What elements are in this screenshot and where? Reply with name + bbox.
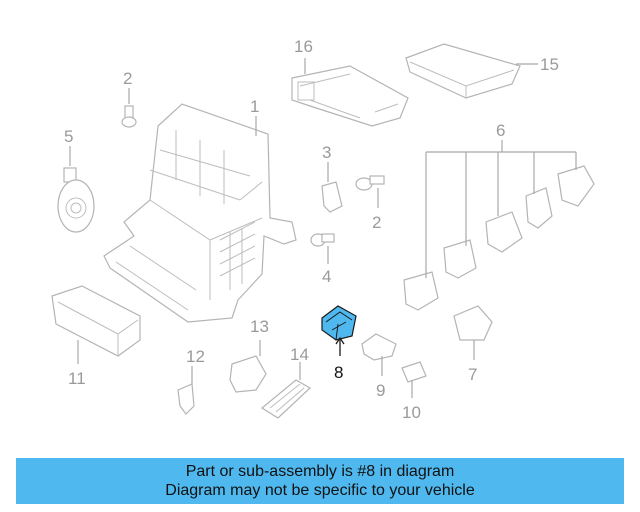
callout-6: 6 <box>496 121 505 140</box>
part-4-screw <box>310 233 335 247</box>
part-14-fuse-holder <box>260 379 312 419</box>
callout-8: 8 <box>334 363 343 382</box>
banner-line-1: Part or sub-assembly is #8 in diagram <box>185 463 455 480</box>
part-8-highlighted <box>321 305 357 341</box>
part-13-relay <box>229 355 267 393</box>
callout-11: 11 <box>68 369 86 388</box>
callout-3: 3 <box>322 143 331 162</box>
part-10-connector <box>401 361 427 383</box>
part-5-speaker <box>57 167 95 233</box>
callout-1: 1 <box>250 97 259 116</box>
callout-13: 13 <box>250 317 269 336</box>
part-2-bolt-mid <box>355 175 385 191</box>
parts-diagram: 16 15 2 5 1 3 2 <box>51 37 595 422</box>
part-1-fuse-box <box>103 103 297 323</box>
leader-6 <box>425 140 577 278</box>
callout-2b: 2 <box>372 213 381 232</box>
callout-14: 14 <box>290 345 309 364</box>
callout-15: 15 <box>540 55 559 74</box>
part-11-box <box>51 285 141 357</box>
info-banner: Part or sub-assembly is #8 in diagram Di… <box>16 458 624 504</box>
callout-12: 12 <box>186 347 205 366</box>
callout-10: 10 <box>402 403 421 422</box>
callout-4: 4 <box>322 267 331 286</box>
part-16-module <box>291 65 409 127</box>
part-3-clip <box>321 181 343 213</box>
part-12-fuse <box>177 383 195 415</box>
callout-7: 7 <box>468 365 477 384</box>
banner-line-2: Diagram may not be specific to your vehi… <box>165 482 475 499</box>
part-6-relays <box>403 165 595 311</box>
part-9-bracket <box>361 333 397 361</box>
part-15-box <box>405 43 521 99</box>
callout-5: 5 <box>64 127 73 146</box>
callout-9: 9 <box>376 381 385 400</box>
arrow-8-icon <box>335 336 345 345</box>
part-7-relay <box>453 305 493 341</box>
callout-16: 16 <box>294 37 313 56</box>
part-2-bolt-top <box>121 105 137 128</box>
callout-2a: 2 <box>123 69 132 88</box>
